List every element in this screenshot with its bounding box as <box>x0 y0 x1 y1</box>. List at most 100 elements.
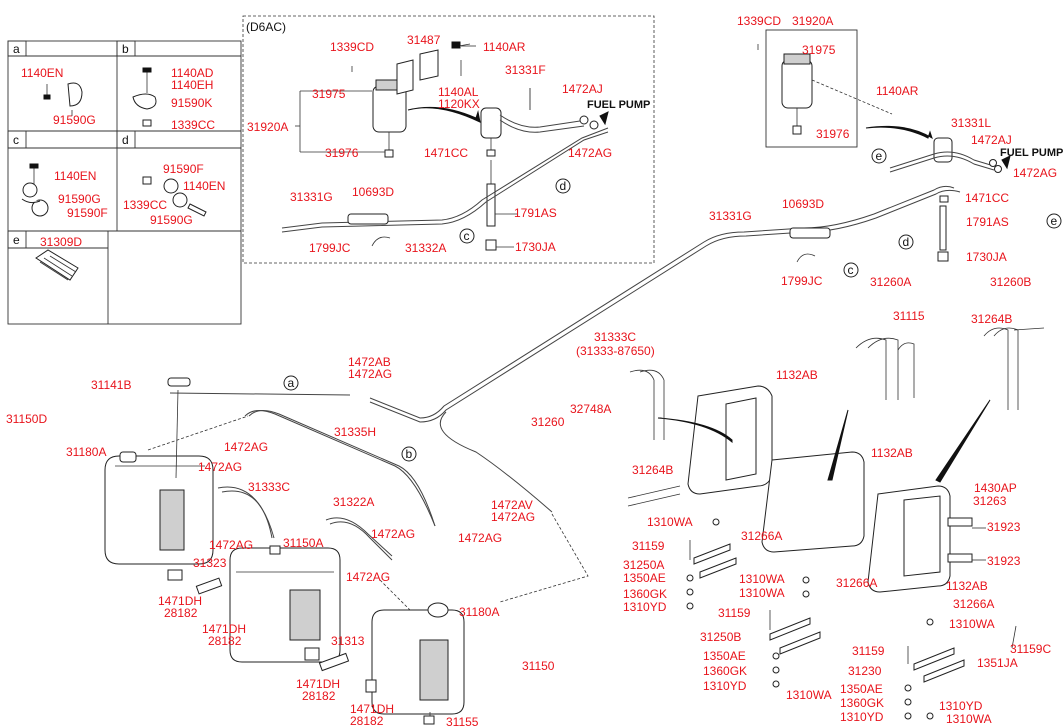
part-number-1472av: 1472AV <box>491 498 533 512</box>
part-number-1339cd: 1339CD <box>330 40 374 54</box>
part-number-31923: 31923 <box>987 554 1021 568</box>
part-number-31260: 31260 <box>531 415 565 429</box>
right-filter-assembly: FUEL PUMP <box>757 29 1063 262</box>
part-number-1472ag: 1472AG <box>458 531 502 545</box>
marker-d: d <box>555 178 571 194</box>
legend-b-label-3: 91590K <box>171 96 212 110</box>
part-number-31180a: 31180A <box>66 445 106 459</box>
marker-letter: c <box>848 263 854 277</box>
marker-circle <box>1046 213 1062 229</box>
legend-key-d: d <box>122 133 129 147</box>
part-number-31331g: 31331G <box>290 190 333 204</box>
part-number-1472ag: 1472AG <box>568 146 612 160</box>
part-number-28182: 28182 <box>164 606 198 620</box>
fuel-lines <box>147 185 961 611</box>
marker-d: d <box>898 234 914 250</box>
part-number-1350ae: 1350AE <box>623 571 666 585</box>
part-number-31975: 31975 <box>312 87 346 101</box>
legend-d-label-3: 1339CC <box>123 198 167 212</box>
part-number-1132ab: 1132AB <box>946 579 988 593</box>
part-number-1471dh: 1471DH <box>350 702 394 716</box>
marker-c: c <box>459 228 475 244</box>
part-number-31141b: 31141B <box>91 378 131 392</box>
part-number-1132ab: 1132AB <box>871 446 913 460</box>
part-number-31150d: 31150D <box>6 412 47 426</box>
part-number-1360gk: 1360GK <box>840 696 884 710</box>
part-number-28182: 28182 <box>350 714 384 727</box>
part-number-31180a: 31180A <box>459 605 499 619</box>
legend-panel: a b c d e 1140EN 91590G 1140AD 1140EH 91… <box>7 40 242 325</box>
marker-letter: b <box>406 447 413 461</box>
part-number-1472ab: 1472AB <box>348 355 391 369</box>
part-number-31333c: 31333C <box>594 330 636 344</box>
part-number-31920a: 31920A <box>792 14 833 28</box>
legend-d-label-4: 91590G <box>150 213 193 227</box>
legend-e-label-1: 31309D <box>40 235 82 249</box>
part-number-31266a: 31266A <box>741 529 782 543</box>
marker-letter: e <box>876 149 883 163</box>
part-number-1310wa: 1310WA <box>739 586 785 600</box>
part-number-1799jc: 1799JC <box>309 241 351 255</box>
legend-key-a: a <box>13 42 20 56</box>
part-number-1730ja: 1730JA <box>966 250 1007 264</box>
fuel-tank-small <box>365 602 465 725</box>
fuel-tank-large <box>104 377 223 595</box>
part-number-1730ja: 1730JA <box>515 240 556 254</box>
marker-circle <box>843 262 859 278</box>
part-number-31923: 31923 <box>987 520 1021 534</box>
part-number-31322a: 31322A <box>333 495 374 509</box>
part-number-1350ae: 1350AE <box>840 682 883 696</box>
marker-circle <box>283 375 299 391</box>
marker-e: e <box>871 148 887 164</box>
part-number-1799jc: 1799JC <box>781 274 823 288</box>
part-number-1430ap: 1430AP <box>974 481 1017 495</box>
marker-circle <box>555 178 571 194</box>
legend-key-c: c <box>13 133 19 147</box>
marker-letter: c <box>464 229 470 243</box>
d6ac-inset: (D6AC) FUEL PUMP <box>242 15 655 264</box>
part-number-1791as: 1791AS <box>514 206 557 220</box>
part-number-1472ag: 1472AG <box>224 440 268 454</box>
part-number-31159: 31159 <box>632 539 665 553</box>
part-number-31115: 31115 <box>893 309 925 323</box>
part-number-1350ae: 1350AE <box>703 649 746 663</box>
part-number-31920a: 31920A <box>247 120 288 134</box>
variant-label: (D6AC) <box>246 20 286 34</box>
marker-letter: a <box>288 376 295 390</box>
part-number-1472ag: 1472AG <box>209 538 253 552</box>
part-number-31155: 31155 <box>446 715 479 727</box>
part-number-1471cc: 1471CC <box>424 146 468 160</box>
part-number-32748a: 32748A <box>570 402 611 416</box>
part-number-31323: 31323 <box>193 556 227 570</box>
part-number-1472ag: 1472AG <box>198 460 242 474</box>
part-number-31260b: 31260B <box>990 275 1031 289</box>
part-number-31159c: 31159C <box>1010 642 1051 656</box>
legend-b-label-4: 1339CC <box>171 118 215 132</box>
part-number-1310wa: 1310WA <box>647 515 693 529</box>
part-number-31976: 31976 <box>325 146 359 160</box>
part-number-1310yd: 1310YD <box>939 699 983 713</box>
part-number-31331g: 31331G <box>709 209 752 223</box>
part-number-1310wa: 1310WA <box>946 712 992 726</box>
part-number-1140al: 1140AL <box>438 85 479 99</box>
part-number-31260a: 31260A <box>870 275 911 289</box>
part-number-1360gk: 1360GK <box>623 587 667 601</box>
part-number-1471dh: 1471DH <box>158 594 202 608</box>
legend-c-label-3: 91590F <box>67 206 108 220</box>
part-number-1471dh: 1471DH <box>296 677 340 691</box>
part-number-1140ar: 1140AR <box>483 40 526 54</box>
part-number-31150a: 31150A <box>283 536 323 550</box>
part-number-31331f: 31331F <box>505 63 546 77</box>
part-number-31250a: 31250A <box>623 558 664 572</box>
marker-circle <box>459 228 475 244</box>
legend-d-label-1: 91590F <box>163 162 204 176</box>
marker-c: c <box>843 262 859 278</box>
part-number-1472ag: 1472AG <box>371 527 415 541</box>
part-number-10693d: 10693D <box>782 197 824 211</box>
part-number-10693d: 10693D <box>352 185 394 199</box>
fuel-pump-label-inset: FUEL PUMP <box>587 99 650 111</box>
legend-c-label-1: 1140EN <box>54 169 96 183</box>
marker-b: b <box>401 446 417 462</box>
